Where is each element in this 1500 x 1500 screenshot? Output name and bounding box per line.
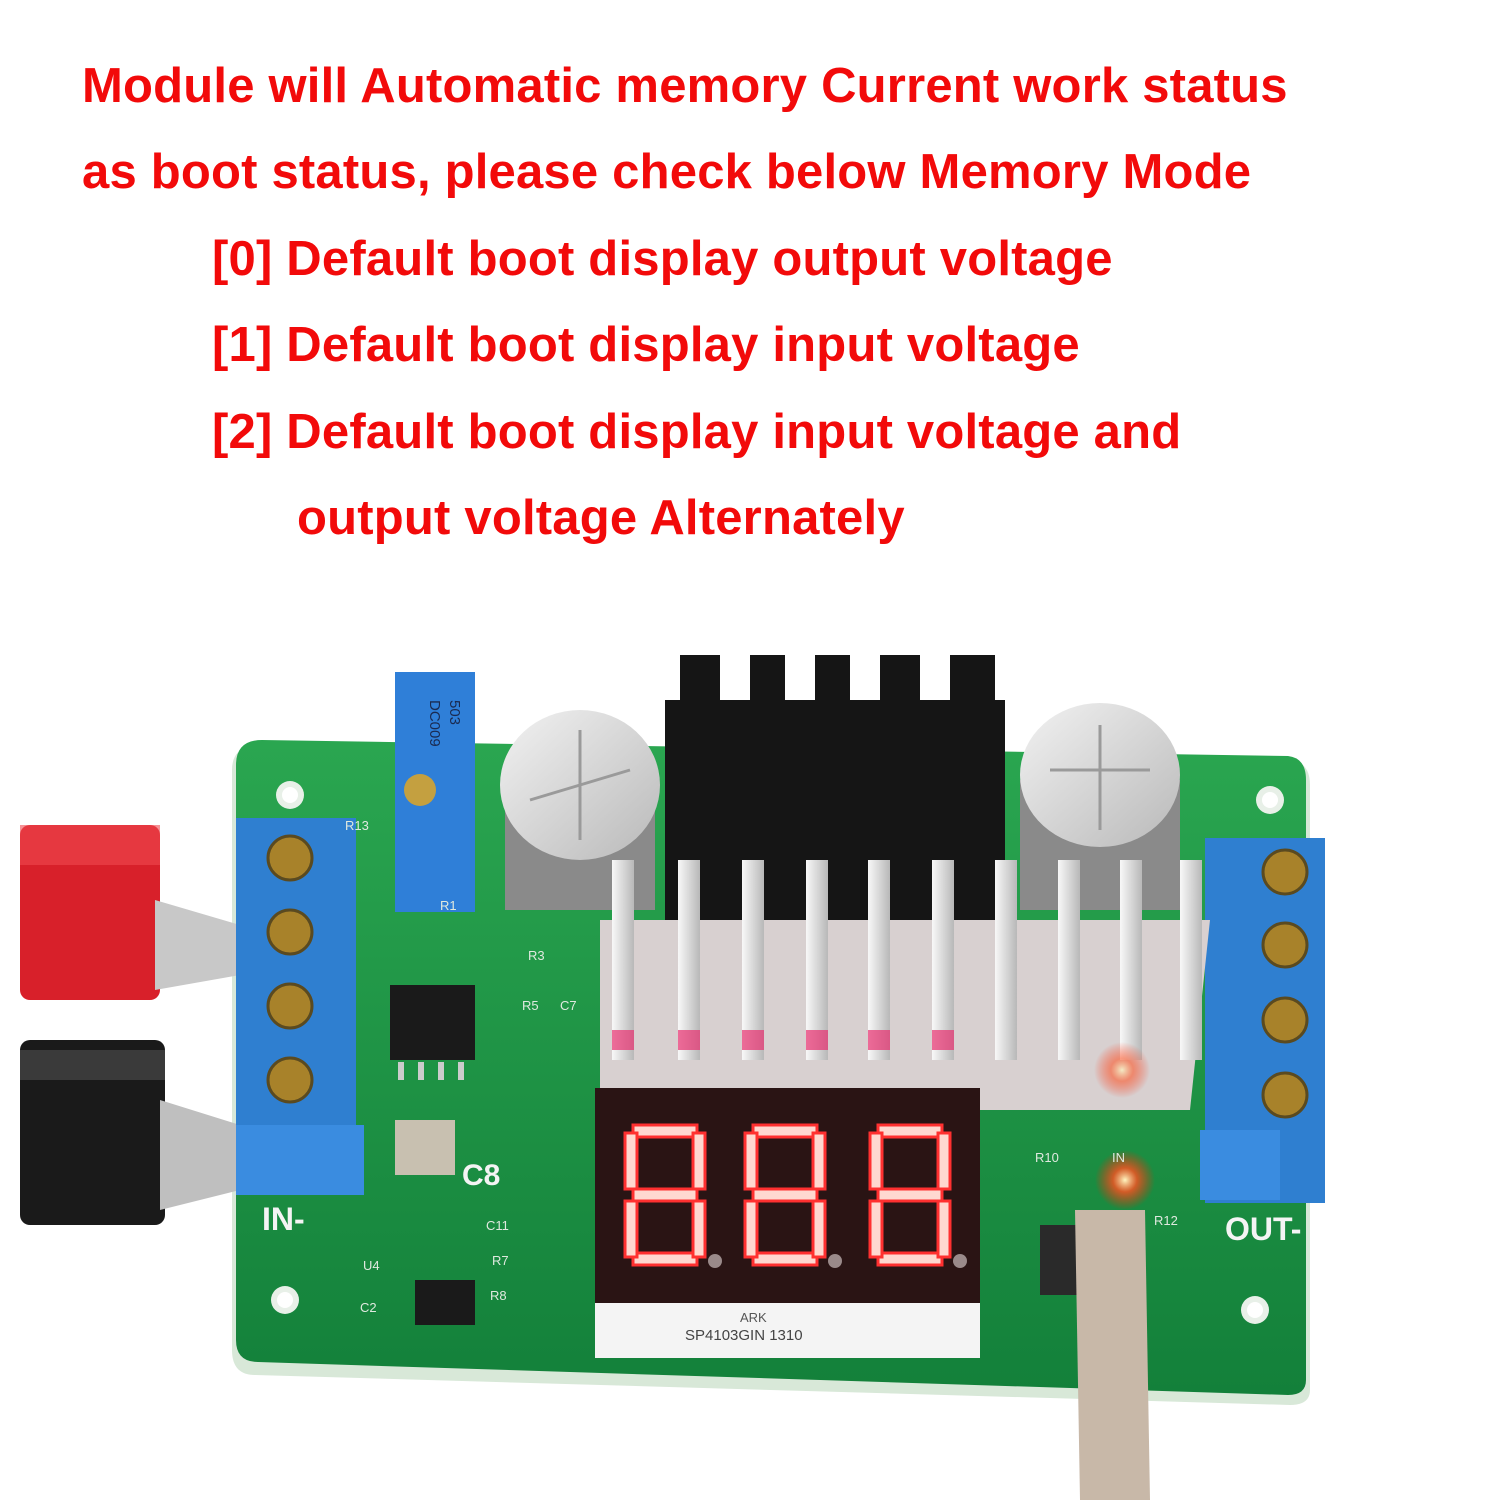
output-label: OUT-	[1225, 1211, 1301, 1247]
capacitor-left	[500, 710, 660, 910]
mode-0: [0] Default boot display output voltage	[212, 232, 1113, 286]
decimal-point	[953, 1254, 967, 1268]
pot-marking-2: DC009	[426, 700, 443, 747]
capacitor-right	[1020, 703, 1180, 910]
indicator-led	[1095, 1150, 1155, 1210]
display-segment	[936, 1199, 952, 1259]
silkscreen-labels: R13 R1 R3 R5 C7 C11 R7 R8 U4 C2 R10 IN R…	[345, 818, 1178, 1315]
display-segment	[936, 1131, 952, 1191]
display-segment	[623, 1199, 639, 1259]
black-alligator-clip	[20, 1040, 240, 1225]
mode-1: [1] Default boot display input voltage	[212, 318, 1080, 372]
header-line-1: Module will Automatic memory Current wor…	[82, 59, 1288, 113]
decimal-point	[708, 1254, 722, 1268]
aluminum-heatsink	[600, 860, 1210, 1110]
display-segment	[876, 1123, 944, 1139]
display-segment	[811, 1199, 827, 1259]
probe	[1075, 1210, 1150, 1500]
pot-marking-1: 503	[446, 700, 463, 725]
mode-2-continuation: output voltage Alternately	[297, 491, 905, 545]
output-terminal-block	[1200, 838, 1325, 1203]
display-segment	[631, 1187, 699, 1203]
small-ic	[415, 1280, 475, 1325]
svg-text:C11: C11	[486, 1218, 509, 1233]
display-segment	[751, 1251, 819, 1267]
ic-chip	[390, 985, 475, 1080]
display-brand: ARK	[740, 1310, 767, 1325]
svg-text:U4: U4	[363, 1258, 380, 1273]
seven-segment-display: ARK SP4103GIN 1310	[595, 1088, 980, 1358]
input-terminal-block	[236, 818, 364, 1195]
svg-text:C7: C7	[560, 998, 577, 1013]
inductor	[395, 1120, 455, 1175]
display-segment	[691, 1131, 707, 1191]
display-segment	[743, 1131, 759, 1191]
display-segment	[876, 1187, 944, 1203]
display-part-number: SP4103GIN 1310	[685, 1327, 803, 1344]
display-segment	[876, 1251, 944, 1267]
potentiometer: 503 DC009	[395, 672, 475, 912]
display-segment	[631, 1123, 699, 1139]
display-segment	[691, 1199, 707, 1259]
boost-module-photo: IN- OUT- 503 DC009	[20, 655, 1325, 1500]
svg-text:R1: R1	[440, 898, 457, 913]
svg-text:R13: R13	[345, 818, 369, 833]
display-segment	[751, 1123, 819, 1139]
svg-text:R8: R8	[490, 1288, 507, 1303]
display-segment	[631, 1251, 699, 1267]
display-segment	[751, 1187, 819, 1203]
display-segment	[743, 1199, 759, 1259]
svg-text:R7: R7	[492, 1253, 509, 1268]
display-segment	[868, 1131, 884, 1191]
display-segment	[623, 1131, 639, 1191]
header-line-2: as boot status, please check below Memor…	[82, 145, 1252, 199]
cap-label: C8	[462, 1159, 500, 1192]
input-label: IN-	[262, 1201, 305, 1237]
display-segment	[811, 1131, 827, 1191]
svg-text:R5: R5	[522, 998, 539, 1013]
svg-text:C2: C2	[360, 1300, 377, 1315]
svg-text:R3: R3	[528, 948, 545, 963]
svg-text:IN: IN	[1112, 1150, 1125, 1165]
mode-2: [2] Default boot display input voltage a…	[212, 405, 1182, 459]
red-alligator-clip	[20, 825, 240, 1000]
svg-text:R12: R12	[1154, 1213, 1178, 1228]
decimal-point	[828, 1254, 842, 1268]
display-segment	[868, 1199, 884, 1259]
svg-text:R10: R10	[1035, 1150, 1059, 1165]
